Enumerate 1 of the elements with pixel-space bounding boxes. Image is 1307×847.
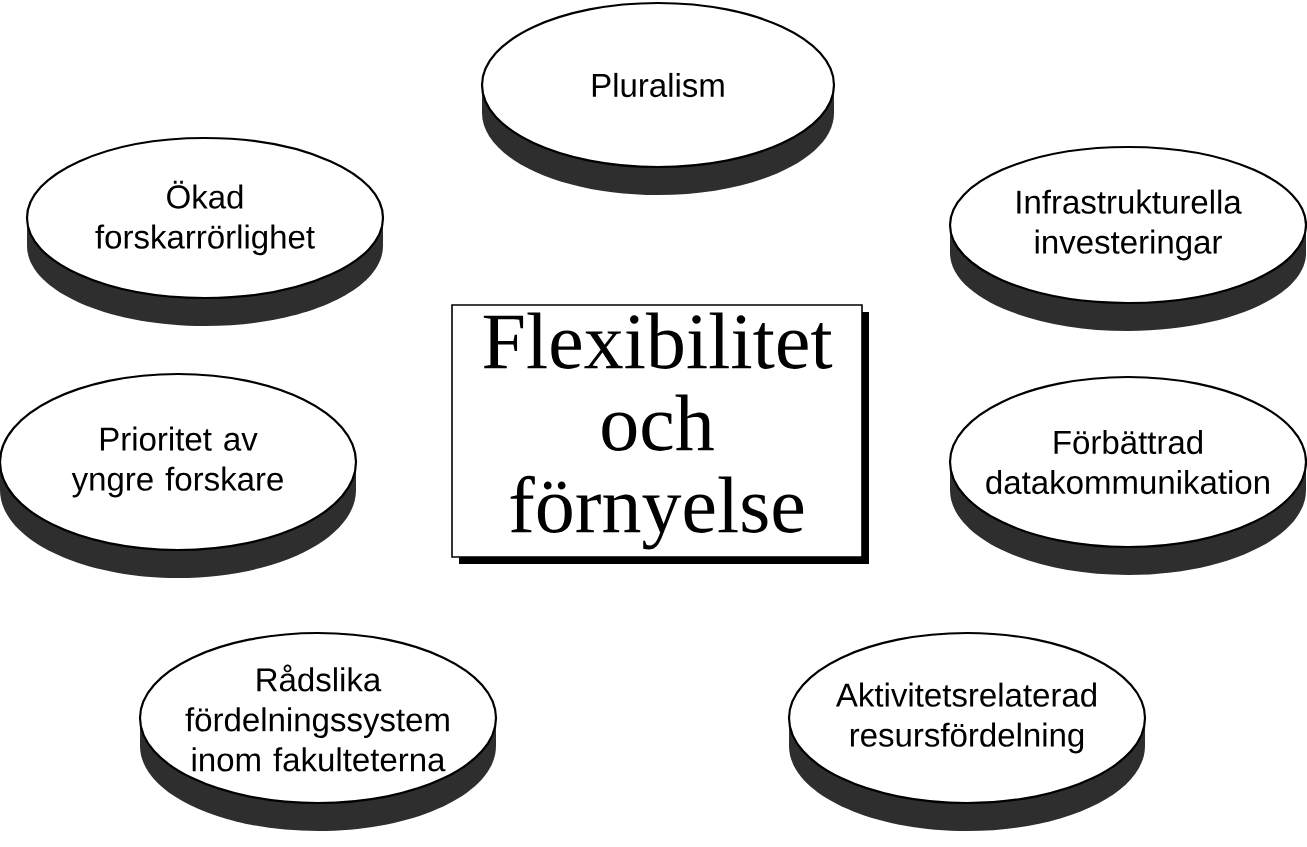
title-box: Flexibilitet och förnyelse — [451, 304, 869, 564]
